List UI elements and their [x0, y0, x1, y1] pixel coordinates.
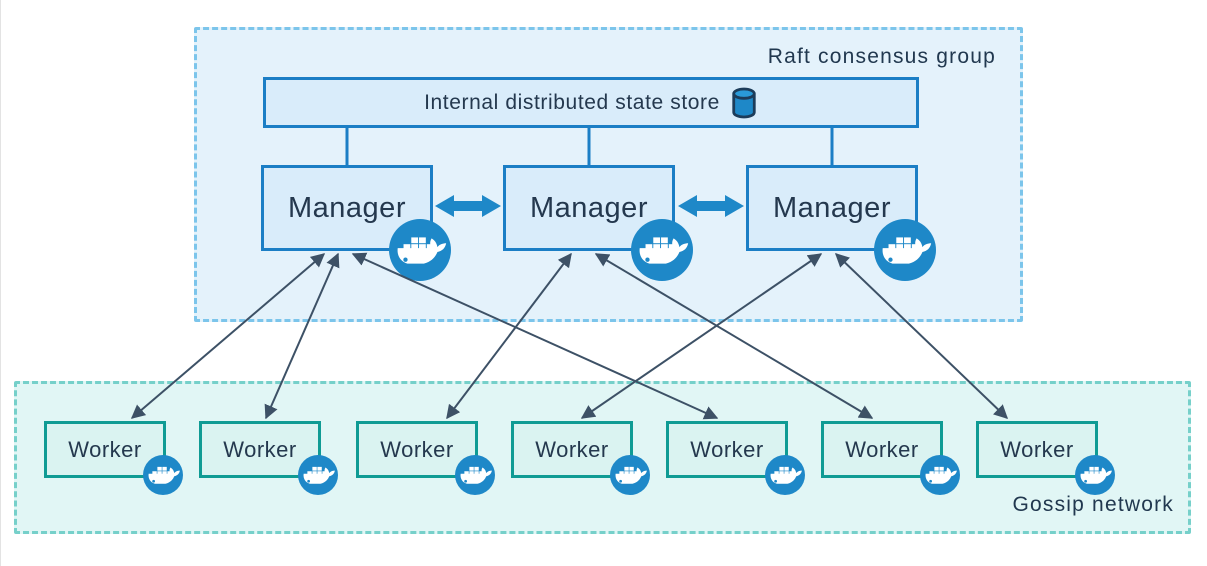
internal-state-store-box: Internal distributed state store — [263, 77, 919, 128]
worker-5-label: Worker — [690, 436, 764, 462]
manager-1-label: Manager — [288, 191, 406, 224]
worker-3-box: Worker — [356, 421, 478, 478]
state-store-label: Internal distributed state store — [424, 90, 720, 114]
manager-2-box: Manager — [503, 165, 675, 251]
worker-4-label: Worker — [535, 436, 609, 462]
raft-consensus-group-label: Raft consensus group — [767, 45, 996, 68]
manager-3-box: Manager — [746, 165, 918, 251]
worker-6-box: Worker — [821, 421, 943, 478]
manager-1-box: Manager — [261, 165, 433, 251]
worker-4-box: Worker — [511, 421, 633, 478]
gossip-network-label: Gossip network — [1012, 493, 1174, 516]
worker-7-box: Worker — [976, 421, 1098, 478]
worker-2-label: Worker — [223, 436, 297, 462]
database-cylinder-icon — [730, 87, 758, 119]
worker-1-label: Worker — [68, 436, 142, 462]
worker-3-label: Worker — [380, 436, 454, 462]
worker-7-label: Worker — [1000, 436, 1074, 462]
manager-3-label: Manager — [773, 191, 891, 224]
worker-2-box: Worker — [199, 421, 321, 478]
worker-6-label: Worker — [845, 436, 919, 462]
manager-2-label: Manager — [530, 191, 648, 224]
worker-1-box: Worker — [44, 421, 166, 478]
worker-5-box: Worker — [666, 421, 788, 478]
